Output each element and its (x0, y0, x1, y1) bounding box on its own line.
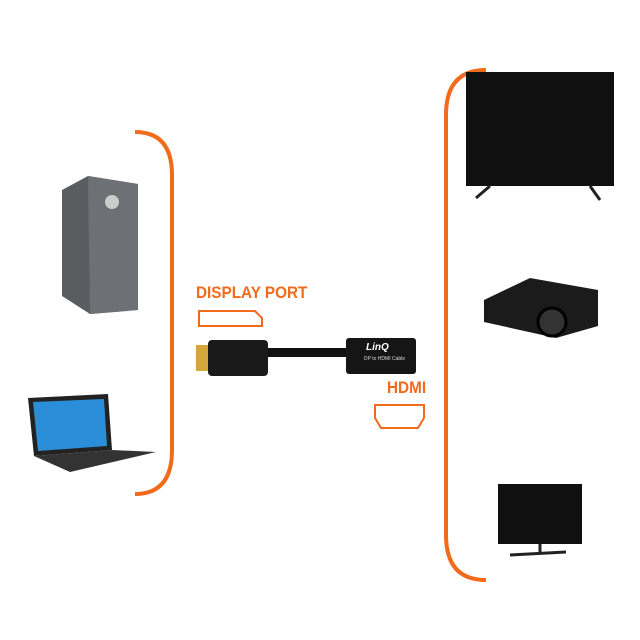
hdmi-label: HDMI (387, 378, 427, 397)
adapter-brand: LinQ (366, 342, 389, 353)
laptop-icon (28, 394, 156, 472)
tv-icon (466, 72, 614, 201)
projector-icon (484, 278, 598, 338)
display-bracket (444, 68, 487, 582)
desktop-pc-icon (62, 176, 138, 314)
dp-hdmi-adapter (196, 338, 416, 376)
source-bracket (134, 130, 174, 496)
monitor-icon (498, 484, 582, 557)
adapter-model-text: DP to HDMI Cable (364, 356, 406, 362)
displayport-port-icon (198, 310, 263, 327)
displayport-label: DISPLAY PORT (196, 283, 308, 302)
hdmi-port-icon (374, 404, 425, 429)
